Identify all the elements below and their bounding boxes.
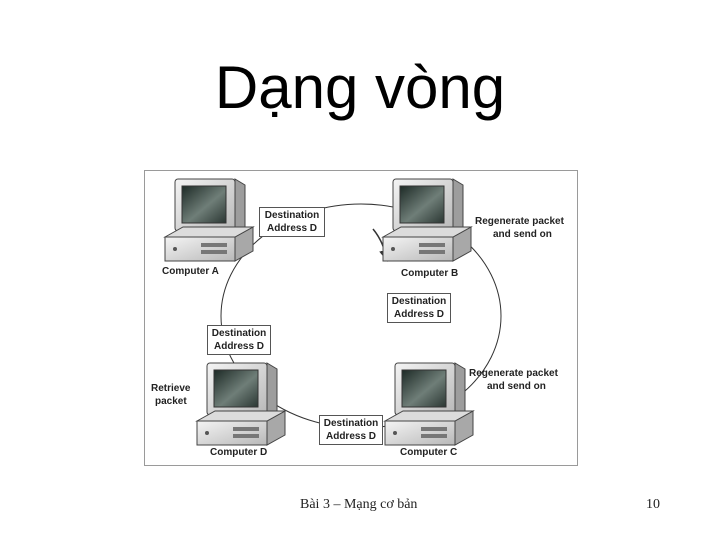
computer-a-label: Computer A bbox=[162, 266, 219, 277]
packet-line-1: Destination bbox=[211, 328, 267, 339]
note-line-2: packet bbox=[155, 395, 187, 407]
packet-line-2: Address D bbox=[393, 309, 444, 320]
packet-line-2: Address D bbox=[325, 431, 376, 442]
page-number: 10 bbox=[646, 497, 660, 512]
note-line-1: Regenerate packet bbox=[475, 216, 564, 227]
computer-b-icon bbox=[382, 178, 472, 262]
packet-box-c-d: Destination Address D bbox=[319, 415, 383, 445]
computer-c-note: Regenerate packet and send on bbox=[469, 368, 558, 393]
ring-topology-diagram: Computer A Computer B Computer C Compute… bbox=[144, 170, 578, 466]
note-line-2: and send on bbox=[487, 380, 546, 392]
packet-line-1: Destination bbox=[264, 210, 320, 221]
packet-line-1: Destination bbox=[323, 418, 379, 429]
note-line-2: and send on bbox=[493, 228, 552, 240]
packet-box-a-b: Destination Address D bbox=[259, 207, 325, 237]
packet-line-2: Address D bbox=[266, 223, 317, 234]
computer-b-label: Computer B bbox=[401, 268, 459, 279]
packet-box-a-d: Destination Address D bbox=[207, 325, 271, 355]
packet-line-2: Address D bbox=[213, 341, 264, 352]
footer-text: Bài 3 – Mạng cơ bản bbox=[300, 497, 418, 512]
computer-d-note: Retrieve packet bbox=[151, 383, 190, 408]
computer-b-note: Regenerate packet and send on bbox=[475, 216, 564, 241]
note-line-1: Retrieve bbox=[151, 383, 191, 394]
note-line-1: Regenerate packet bbox=[469, 368, 558, 379]
packet-line-1: Destination bbox=[391, 296, 447, 307]
computer-a-icon bbox=[164, 178, 254, 262]
computer-d-icon bbox=[196, 362, 286, 446]
computer-c-icon bbox=[384, 362, 474, 446]
packet-box-b-c: Destination Address D bbox=[387, 293, 451, 323]
slide-title: Dạng vòng bbox=[214, 54, 506, 121]
computer-d-label: Computer D bbox=[210, 447, 268, 458]
computer-c-label: Computer C bbox=[400, 447, 458, 458]
